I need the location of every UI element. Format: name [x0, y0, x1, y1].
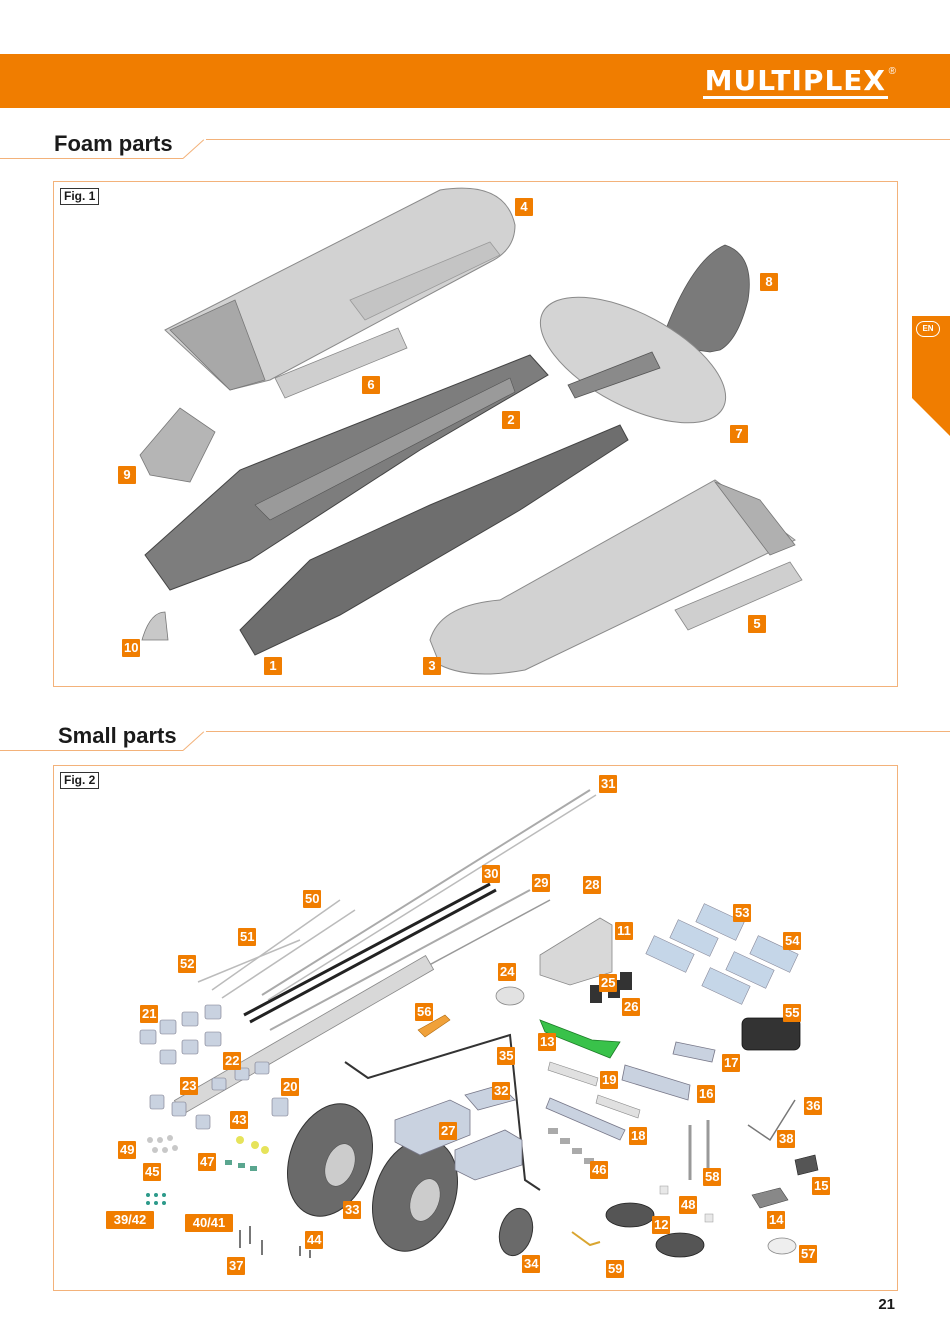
callout-34: 34	[522, 1255, 541, 1273]
callout-10: 10	[122, 639, 141, 657]
callout-53: 53	[733, 904, 752, 922]
title2-rule-right	[206, 731, 950, 732]
callout-35: 35	[497, 1047, 516, 1065]
callout-52: 52	[178, 955, 197, 973]
callout-13: 13	[538, 1033, 557, 1051]
callout-19: 19	[600, 1071, 619, 1089]
callout-31: 31	[599, 775, 618, 793]
callout-40-41: 40/41	[185, 1214, 233, 1232]
callout-29: 29	[532, 874, 551, 892]
multiplex-logo: MULTIPLEX	[702, 64, 888, 99]
callout-58: 58	[703, 1168, 722, 1186]
title2-rule-slant	[182, 731, 205, 751]
callout-20: 20	[281, 1078, 300, 1096]
callout-57: 57	[799, 1245, 818, 1263]
callout-36: 36	[804, 1097, 823, 1115]
callout-27: 27	[439, 1122, 458, 1140]
callout-28: 28	[583, 876, 602, 894]
figure-1-label: Fig. 1	[60, 188, 100, 205]
callout-33: 33	[343, 1201, 362, 1219]
callout-37: 37	[227, 1257, 246, 1275]
language-badge[interactable]: EN	[916, 321, 940, 337]
callout-22: 22	[223, 1052, 242, 1070]
callout-9: 9	[118, 466, 136, 484]
figure-2-label: Fig. 2	[60, 772, 100, 789]
callout-8: 8	[760, 273, 778, 291]
page-number: 21	[878, 1296, 895, 1313]
callout-39-42: 39/42	[106, 1211, 154, 1229]
callout-38: 38	[777, 1130, 796, 1148]
title-rule-right	[206, 139, 950, 140]
callout-2: 2	[502, 411, 520, 429]
title-rule-left	[0, 158, 183, 159]
callout-17: 17	[722, 1054, 741, 1072]
callout-26: 26	[622, 998, 641, 1016]
callout-51: 51	[238, 928, 257, 946]
callout-21: 21	[140, 1005, 159, 1023]
callout-49: 49	[118, 1141, 137, 1159]
title-rule-slant	[182, 139, 205, 159]
callout-24: 24	[498, 963, 517, 981]
callout-23: 23	[180, 1077, 199, 1095]
callout-25: 25	[599, 974, 618, 992]
callout-3: 3	[423, 657, 441, 675]
figure-1-frame: Fig. 1	[53, 181, 898, 687]
callout-32: 32	[492, 1082, 511, 1100]
callout-16: 16	[697, 1085, 716, 1103]
callout-4: 4	[515, 198, 533, 216]
callout-15: 15	[812, 1177, 831, 1195]
callout-44: 44	[305, 1231, 324, 1249]
callout-12: 12	[652, 1216, 671, 1234]
callout-45: 45	[143, 1163, 162, 1181]
title2-rule-left	[0, 750, 183, 751]
callout-46: 46	[590, 1161, 609, 1179]
registered-mark: ®	[888, 66, 896, 77]
header-bar: MULTIPLEX ®	[0, 54, 950, 108]
callout-5: 5	[748, 615, 766, 633]
callout-48: 48	[679, 1196, 698, 1214]
callout-18: 18	[629, 1127, 648, 1145]
callout-47: 47	[198, 1153, 217, 1171]
callout-55: 55	[783, 1004, 802, 1022]
callout-6: 6	[362, 376, 380, 394]
foam-parts-title: Foam parts	[54, 131, 173, 156]
callout-50: 50	[303, 890, 322, 908]
callout-1: 1	[264, 657, 282, 675]
callout-7: 7	[730, 425, 748, 443]
callout-14: 14	[767, 1211, 786, 1229]
callout-11: 11	[615, 922, 633, 940]
callout-30: 30	[482, 865, 501, 883]
small-parts-title: Small parts	[58, 723, 177, 748]
callout-54: 54	[783, 932, 802, 950]
callout-43: 43	[230, 1111, 249, 1129]
callout-56: 56	[415, 1003, 434, 1021]
callout-59: 59	[606, 1260, 625, 1278]
